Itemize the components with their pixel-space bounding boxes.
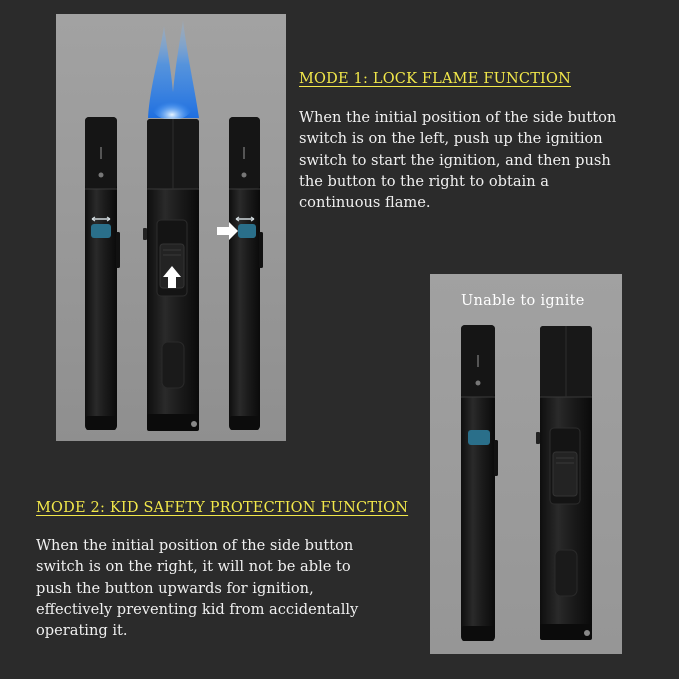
mode2-line: When the initial position of the side bu…	[36, 537, 354, 554]
mode2-line: operating it.	[36, 622, 128, 640]
mode1-line: continuous flame.	[299, 194, 431, 212]
side-switch-icon	[91, 224, 111, 238]
right-arrow-icon	[217, 222, 238, 240]
mode2-description: When the initial position of the side bu…	[36, 535, 358, 641]
mode2-line: effectively preventing kid from accident…	[36, 600, 359, 618]
mode2-line: push the button upwards for ignition,	[36, 579, 314, 597]
mode1-line: the button to the right to obtain a	[299, 172, 549, 190]
slim-lighter-right	[229, 117, 263, 430]
mode1-description: When the initial position of the side bu…	[299, 107, 616, 213]
mode1-line: switch to start the ignition, and then p…	[299, 151, 611, 169]
mode2-line: switch is on the right, it will not be a…	[36, 558, 351, 576]
wide-lighter-bottom	[536, 326, 592, 640]
flame-icon	[148, 20, 199, 120]
unable-to-ignite-caption: Unable to ignite	[461, 293, 585, 309]
mode1-line: When the initial position of the side bu…	[299, 109, 617, 126]
mode2-title: MODE 2: KID SAFETY PROTECTION FUNCTION	[36, 500, 409, 516]
mode1-line: switch is on the left, push up the ignit…	[299, 130, 603, 148]
up-arrow-icon	[163, 266, 181, 288]
slim-lighter-left	[85, 117, 120, 430]
mode1-title: MODE 1: LOCK FLAME FUNCTION	[299, 71, 571, 87]
slim-lighter-bottom	[461, 325, 498, 641]
